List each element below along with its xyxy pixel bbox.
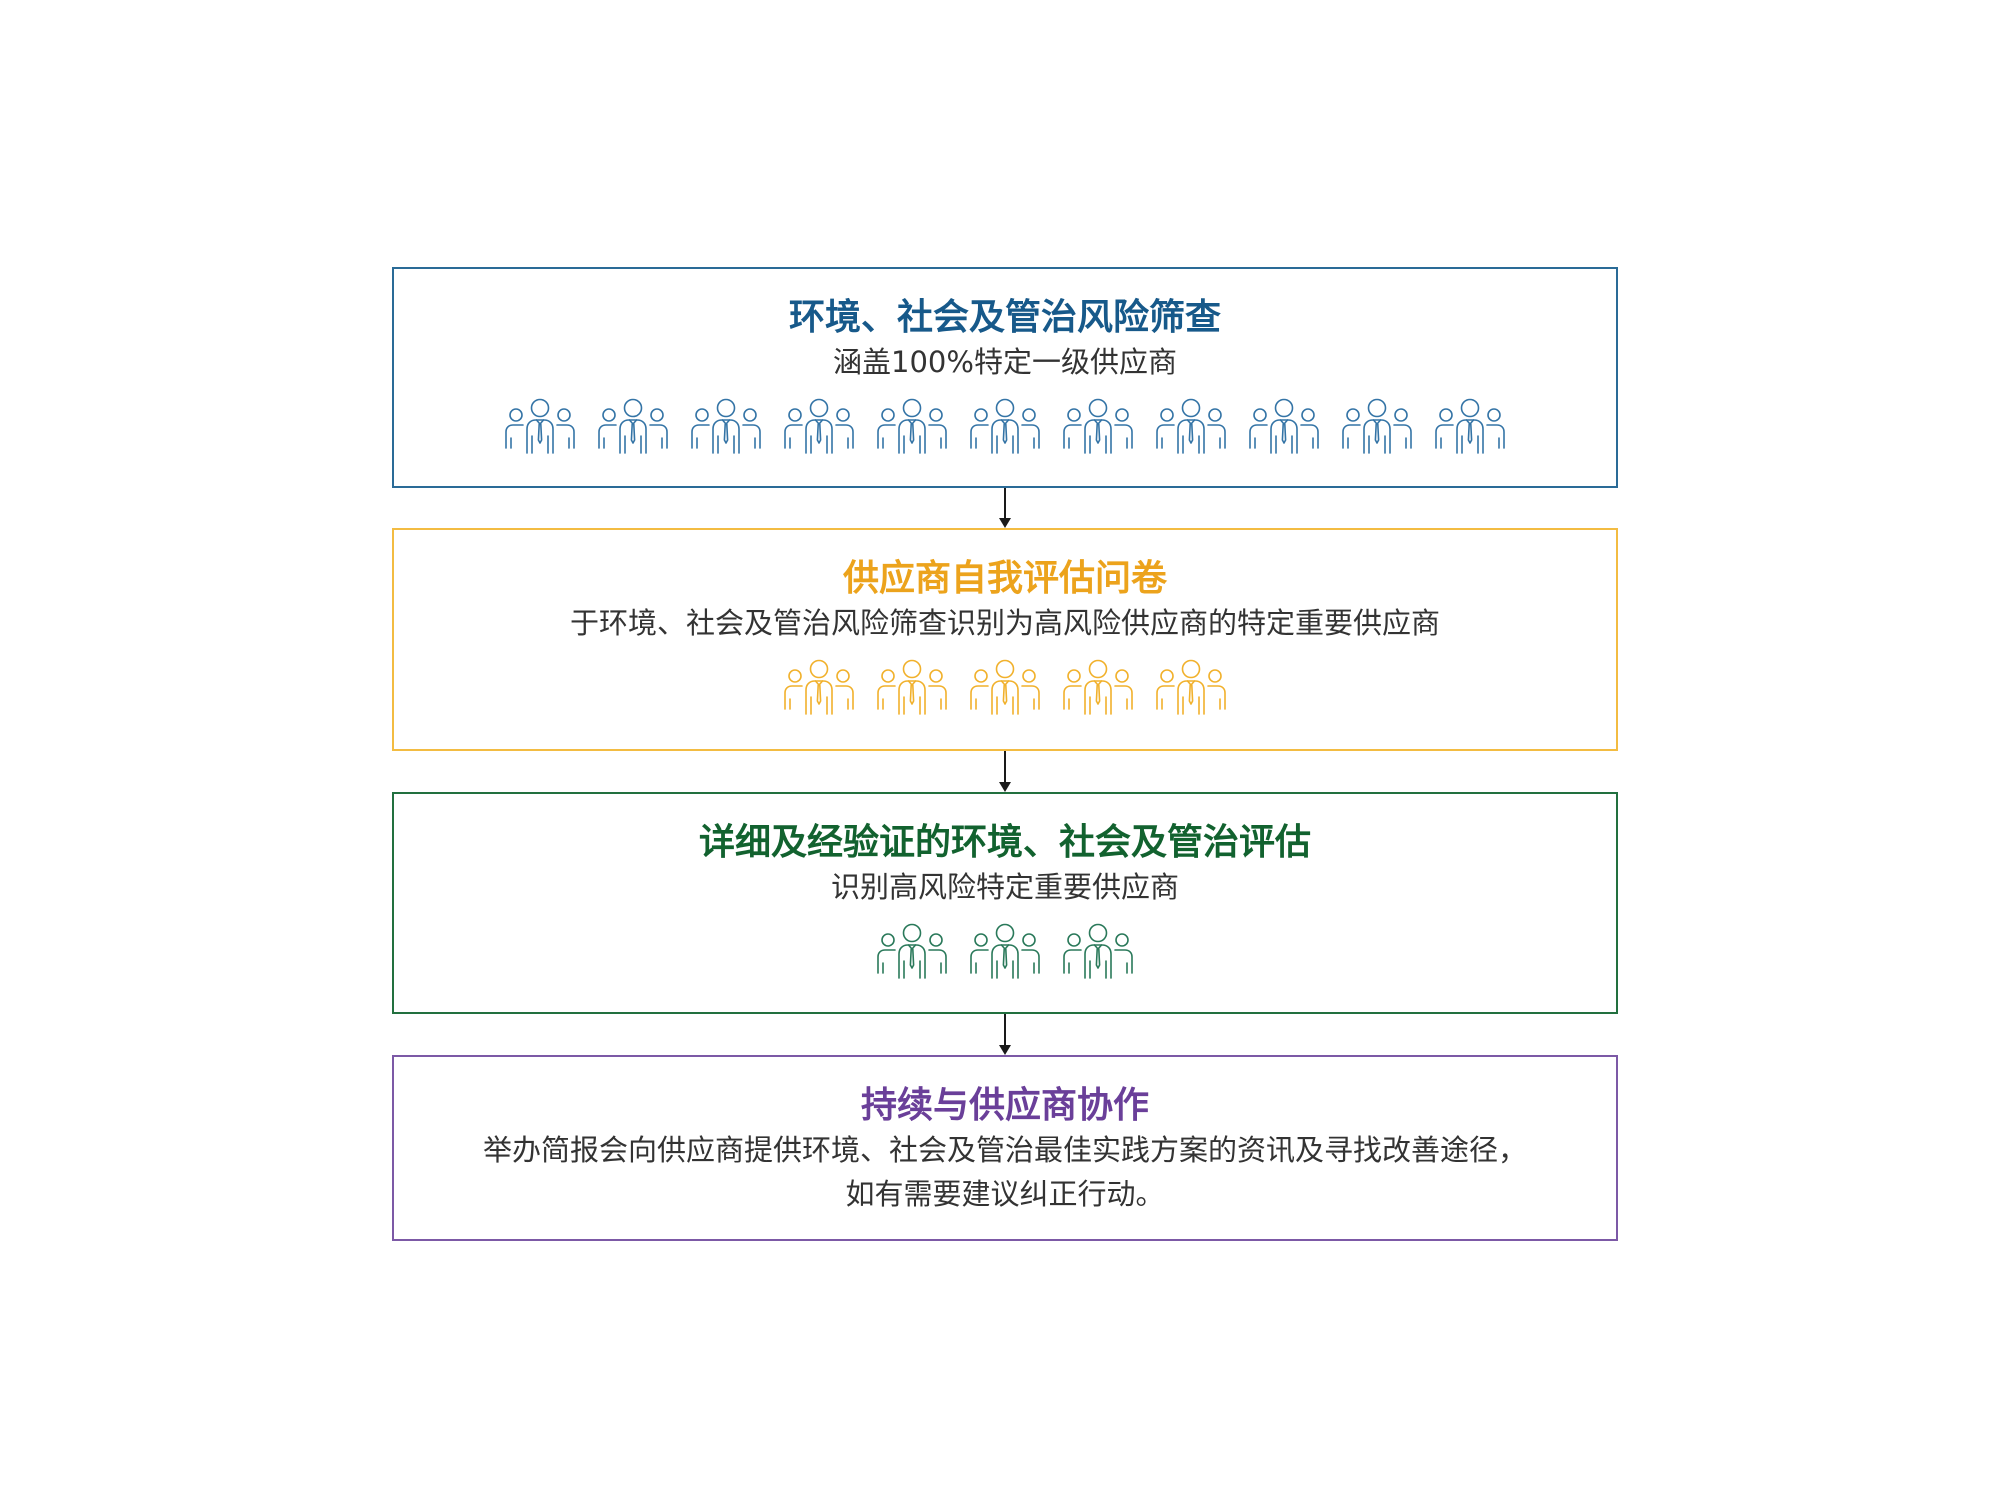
people-group-icon	[782, 398, 856, 454]
step-title: 供应商自我评估问卷	[842, 558, 1167, 599]
step-esg-risk-screening: 环境、社会及管治风险筛查 涵盖100%特定一级供应商	[392, 267, 1618, 488]
people-group-icon	[1061, 923, 1135, 979]
arrowhead-icon	[999, 782, 1011, 792]
step-description: 涵盖100%特定一级供应商	[833, 345, 1177, 379]
step-description-line-2: 如有需要建议纠正行动。	[845, 1177, 1165, 1211]
arrowhead-icon	[999, 1045, 1011, 1055]
step-title: 详细及经验证的环境、社会及管治评估	[698, 822, 1311, 863]
people-group-icon	[1061, 398, 1135, 454]
arrow-line	[1004, 488, 1006, 518]
people-group-icon	[968, 659, 1042, 715]
supplier-icon-row	[394, 659, 1616, 715]
people-group-icon	[1154, 398, 1228, 454]
people-group-icon	[1340, 398, 1414, 454]
flow-arrow-3	[998, 1014, 1012, 1055]
step-title: 环境、社会及管治风险筛查	[788, 297, 1221, 338]
people-group-icon	[1433, 398, 1507, 454]
step-description-line-1: 举办简报会向供应商提供环境、社会及管治最佳实践方案的资讯及寻找改善途径，	[482, 1133, 1527, 1167]
step-description: 于环境、社会及管治风险筛查识别为高风险供应商的特定重要供应商	[569, 606, 1440, 640]
flow-arrow-2	[998, 751, 1012, 792]
step-supplier-self-assessment: 供应商自我评估问卷 于环境、社会及管治风险筛查识别为高风险供应商的特定重要供应商	[392, 528, 1618, 751]
people-group-icon	[1247, 398, 1321, 454]
arrow-line	[1004, 751, 1006, 782]
people-group-icon	[1154, 659, 1228, 715]
supplier-icon-row	[394, 398, 1616, 454]
people-group-icon	[875, 923, 949, 979]
arrow-line	[1004, 1014, 1006, 1045]
arrowhead-icon	[999, 518, 1011, 528]
people-group-icon	[596, 398, 670, 454]
step-verified-esg-assessment: 详细及经验证的环境、社会及管治评估 识别高风险特定重要供应商	[392, 792, 1618, 1014]
step-title: 持续与供应商协作	[860, 1085, 1149, 1126]
flow-arrow-1	[998, 488, 1012, 528]
people-group-icon	[875, 659, 949, 715]
people-group-icon	[782, 659, 856, 715]
people-group-icon	[968, 923, 1042, 979]
people-group-icon	[689, 398, 763, 454]
step-supplier-engagement: 持续与供应商协作 举办简报会向供应商提供环境、社会及管治最佳实践方案的资讯及寻找…	[392, 1055, 1618, 1241]
people-group-icon	[503, 398, 577, 454]
people-group-icon	[968, 398, 1042, 454]
people-group-icon	[875, 398, 949, 454]
people-group-icon	[1061, 659, 1135, 715]
step-description: 识别高风险特定重要供应商	[830, 870, 1179, 904]
supplier-icon-row	[394, 923, 1616, 979]
